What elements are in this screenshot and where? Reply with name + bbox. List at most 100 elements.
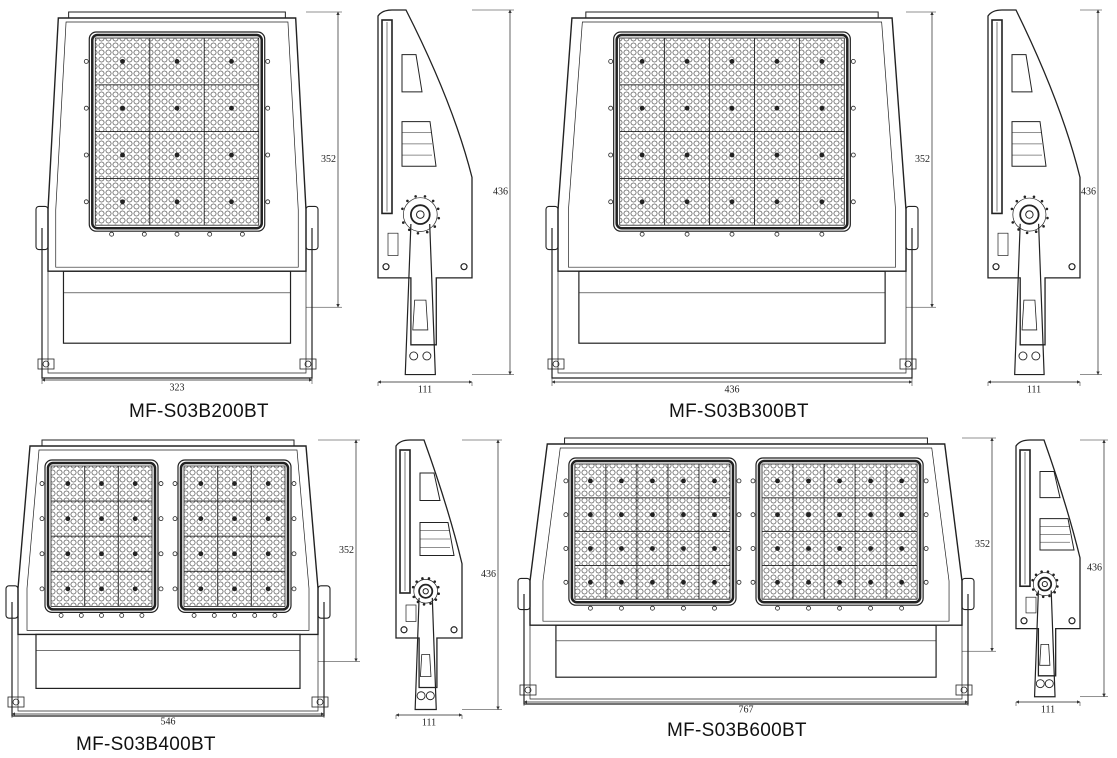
bezel-screw [608,199,614,205]
side-screw [450,626,458,634]
mounting-bracket [551,228,913,379]
tilt-scale-tick [1046,570,1050,574]
tilt-scale-tick [1042,225,1045,228]
tilt-scale-tick [1034,230,1038,234]
front-view-200bt-height-dim-text: 352 [321,154,336,165]
bezel-screw [736,478,742,484]
module-screw [639,59,645,64]
module-screw [132,516,138,522]
module-screw [650,478,655,484]
bezel-screw [291,586,297,592]
led-panel-bezel [613,31,851,232]
side-screw [1020,617,1028,625]
bracket-bolt-head [904,360,912,368]
module-screw [868,512,873,518]
led-panel-1 [563,457,742,611]
tilt-pivot-scale [413,579,438,604]
housing-inner-edge [542,447,950,622]
heatsink-fin-upper [419,472,441,501]
module-screw [619,512,624,518]
tilt-scale-tick [414,195,417,198]
bezel-screw [265,152,271,158]
driver-vent [405,604,417,622]
bezel-screw [868,605,873,611]
model-label-400bt: MF-S03B400BT [76,734,216,755]
module-screw [806,512,811,518]
module-screw [729,105,735,111]
driver-box [35,633,301,690]
module-screw [198,481,204,486]
module-screw [774,199,780,205]
tilt-scale-tick [412,595,416,599]
front-view-400bt-width-dim-text: 546 [161,716,176,727]
module-screw [229,105,234,111]
bezel-screw [750,512,756,518]
led-panel-1 [39,459,164,618]
tilt-scale-tick [429,602,432,605]
mounting-bracket [11,602,325,717]
bezel-screw [806,605,811,611]
side-screw [992,263,1000,271]
bezel-screw [774,231,780,237]
bezel-screw [239,231,245,237]
driver-box [62,270,292,344]
module-screw [775,478,780,484]
bezel-screw [563,478,569,484]
bezel-screw [207,231,213,237]
front-view-300bt-height-dim-text: 352 [915,154,930,165]
housing-inner-edge [26,449,310,631]
heatsink-fin-lower [401,121,437,167]
bezel-screw [923,512,929,518]
bezel-screw [587,605,593,611]
module-screw [265,481,271,486]
bracket-hole [1044,679,1054,689]
module-screw [65,586,71,592]
tilt-scale-tick [431,199,435,203]
bezel-screw [608,59,614,64]
bezel-screw [83,199,89,205]
tilt-pivot-scale [1032,572,1057,596]
housing-inner-edge [55,21,299,268]
driver-vent [997,232,1009,256]
module-screw [837,579,842,585]
side-housing [395,439,463,689]
bracket-bolt [311,696,329,708]
bracket-bolt-head [316,698,324,706]
heatsink-fin-lower [419,522,455,556]
module-screw [681,546,686,551]
bezel-screw [78,613,84,618]
bezel-screw [119,613,125,618]
bezel-screw [650,605,655,611]
bezel-screw [850,105,856,111]
top-flange [41,439,295,447]
module-screw [684,199,690,205]
module-screw [819,199,825,205]
tilt-scale-tick [1040,570,1043,574]
bezel-screw [750,546,756,551]
module-screw [774,59,780,64]
tilt-scale-tick [1031,578,1034,582]
module-screw [774,152,780,158]
bracket-hole [1035,679,1045,689]
module-screw [232,516,237,522]
module-screw [639,105,645,111]
side-bracket-arm [1033,590,1056,698]
bezel-screw [684,231,690,237]
tilt-scale-tick [1010,207,1014,211]
bracket-bolt-head [960,686,968,694]
bracket-slot [1021,299,1038,331]
model-label-200bt: MF-S03B200BT [129,401,269,422]
module-screw [587,512,593,518]
bezel-screw [729,231,735,237]
bracket-hole [409,351,419,361]
bezel-screw [141,231,147,237]
module-screw [819,59,825,64]
bezel-screw [923,579,929,585]
front-view-300bt-width-dim-text: 436 [725,384,740,395]
module-screw [868,579,873,585]
module-screw [232,586,237,592]
bezel-screw [252,613,258,618]
